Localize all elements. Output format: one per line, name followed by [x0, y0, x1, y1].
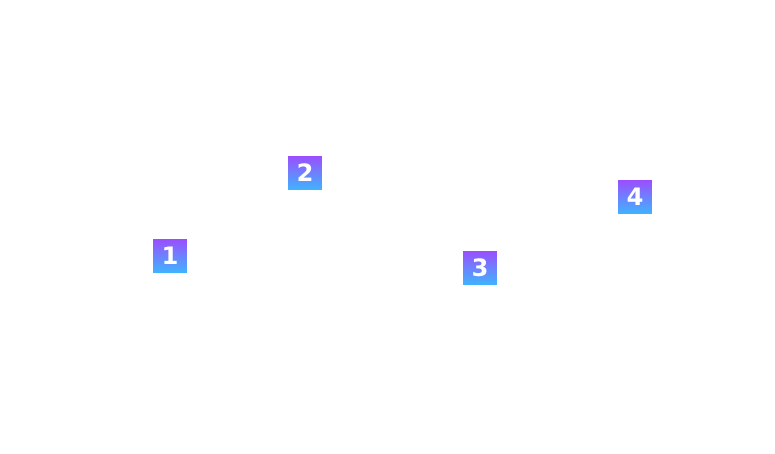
marker-badge-3[interactable]: 3	[463, 251, 497, 285]
marker-badge-1[interactable]: 1	[153, 239, 187, 273]
marker-badge-4[interactable]: 4	[618, 180, 652, 214]
marker-badge-2[interactable]: 2	[288, 156, 322, 190]
